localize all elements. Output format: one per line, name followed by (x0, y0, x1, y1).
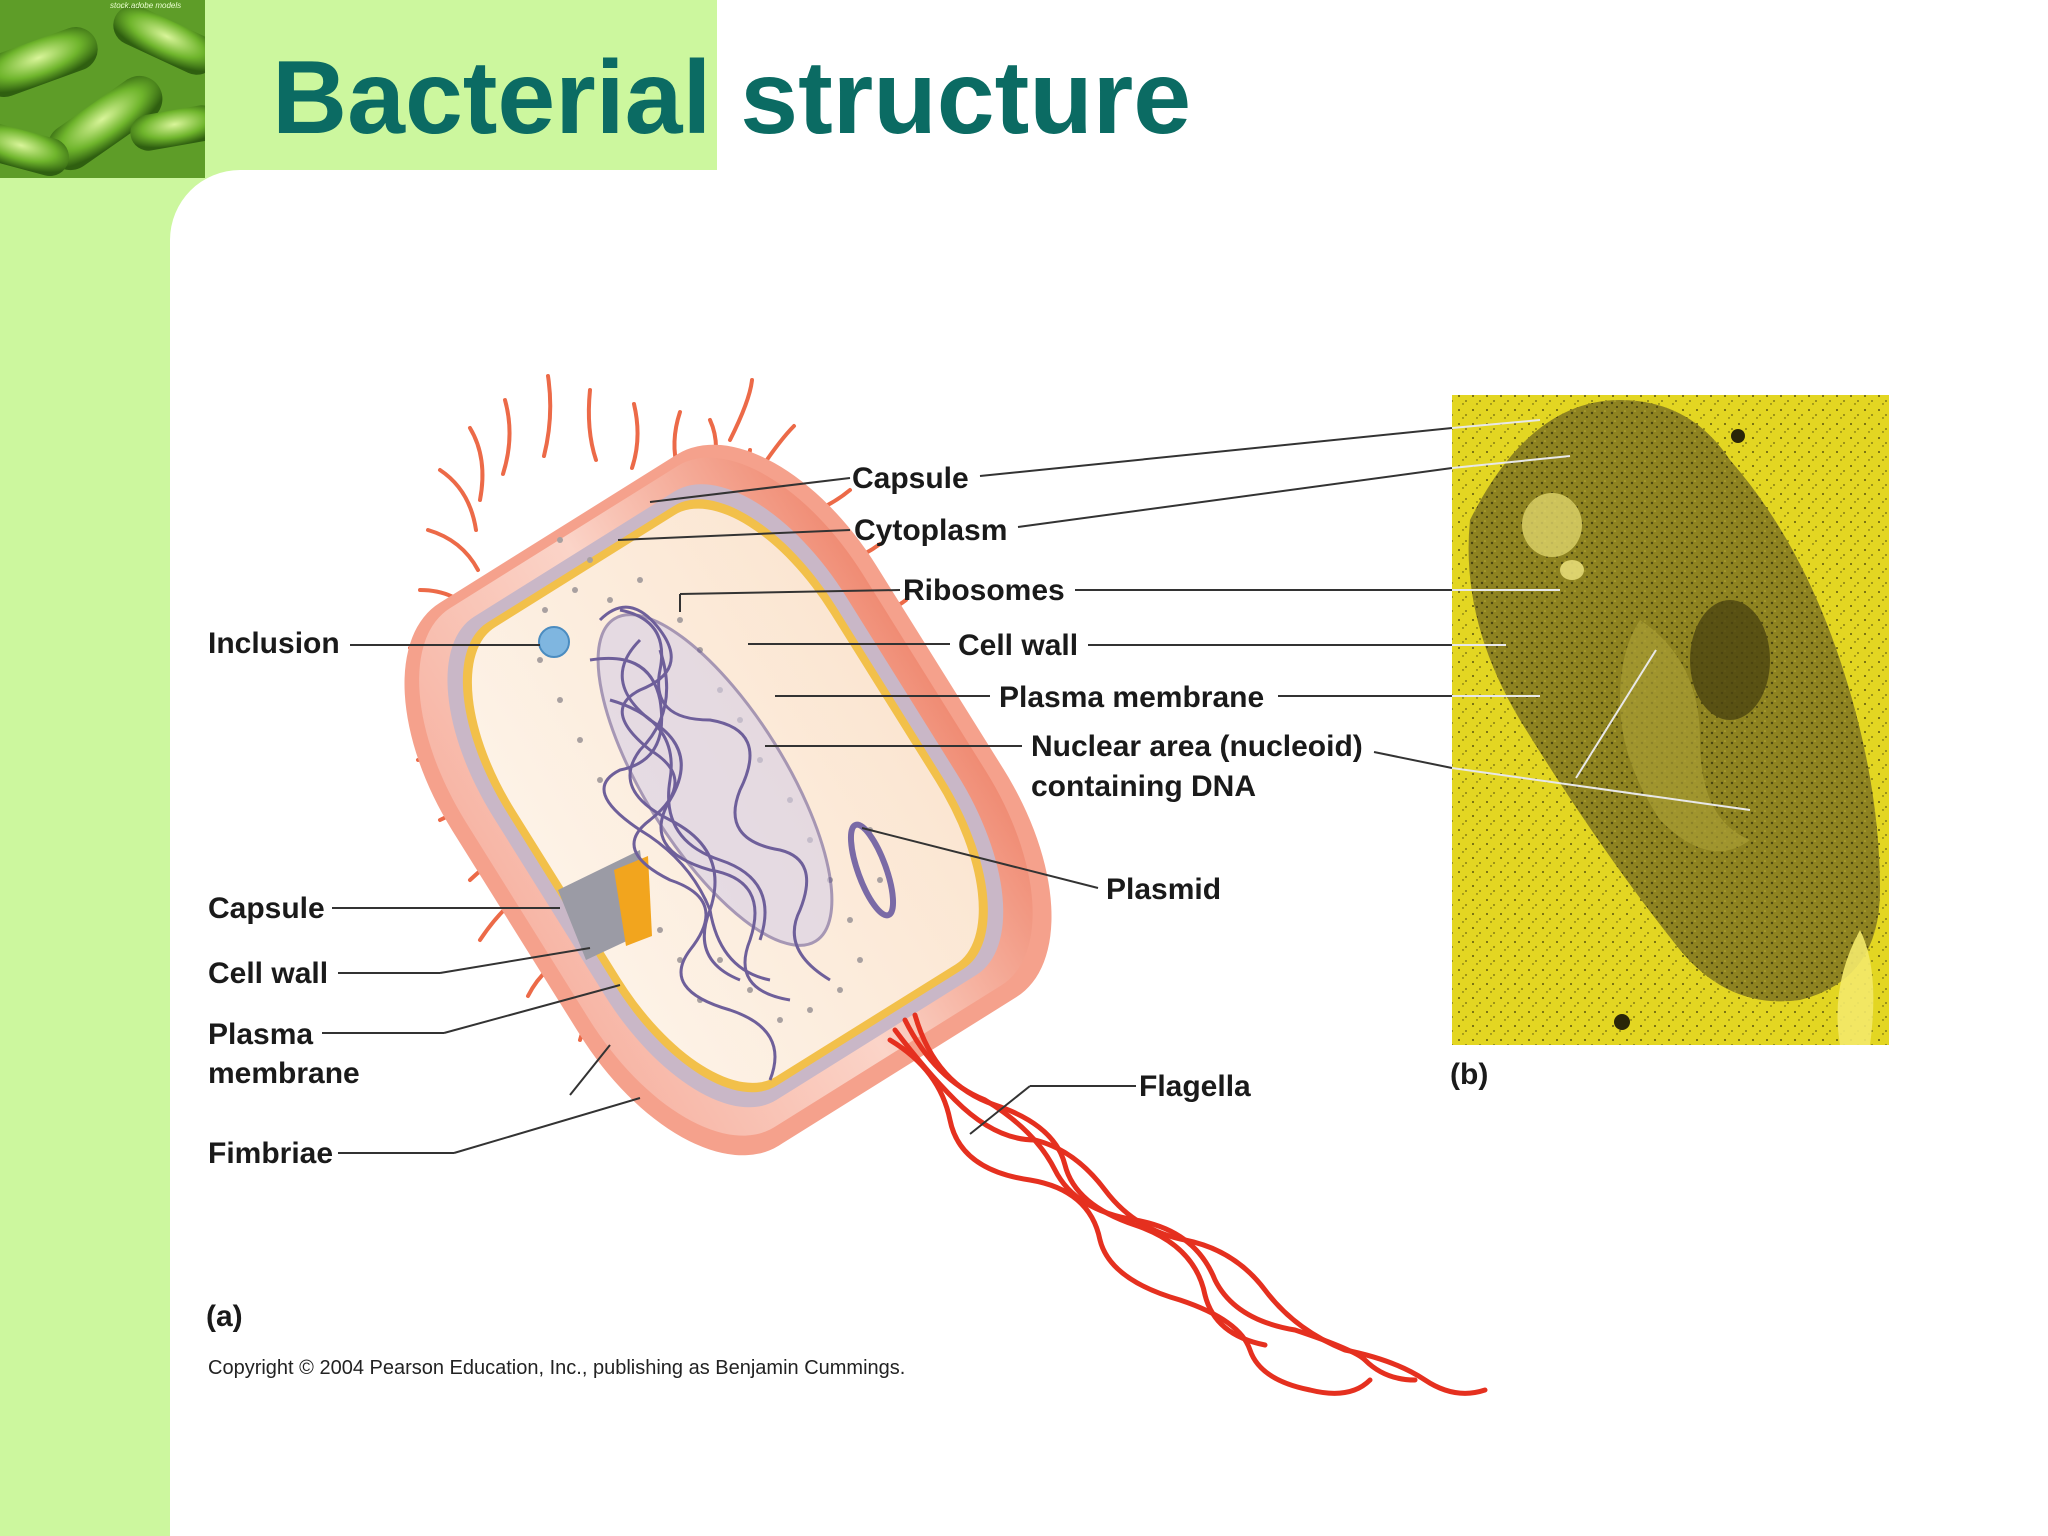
label-nuclear-area: Nuclear area (nucleoid) (1031, 730, 1363, 763)
panel-label-b: (b) (1450, 1058, 1488, 1091)
label-plasmid: Plasmid (1106, 873, 1221, 906)
micrograph-panel (1452, 395, 1889, 1045)
label-capsule-left: Capsule (208, 892, 325, 925)
label-cytoplasm: Cytoplasm (854, 514, 1007, 547)
label-plasma-membrane-left-1: Plasma (208, 1018, 313, 1051)
leader-lines-b (979, 419, 1751, 811)
label-plasma-membrane-left-2: membrane (208, 1057, 360, 1090)
title-bar-background (717, 0, 2048, 170)
nucleoid-dna (589, 605, 834, 1081)
flagella (887, 1012, 1488, 1396)
label-flagella: Flagella (1139, 1070, 1251, 1103)
label-plasma-membrane-top: Plasma membrane (999, 681, 1264, 714)
corner-watermark: stock.adobe models (110, 1, 181, 10)
inclusion (538, 626, 570, 658)
membrane-cutaway (614, 856, 652, 946)
micrograph-nucleoid (1620, 620, 1750, 852)
micrograph-inclusion (1522, 493, 1582, 557)
title-band (205, 0, 717, 170)
bacterium-illustration (404, 374, 1488, 1396)
label-fimbriae: Fimbriae (208, 1137, 333, 1170)
leader-lines-a (322, 477, 1136, 1154)
panel-label-a: (a) (206, 1300, 243, 1333)
label-capsule-top: Capsule (852, 462, 969, 495)
micrograph-dark-granule (1690, 600, 1770, 720)
label-nuclear-area-dna: containing DNA (1031, 770, 1256, 803)
label-inclusion: Inclusion (208, 627, 340, 660)
copyright-note: Copyright © 2004 Pearson Education, Inc.… (208, 1357, 905, 1379)
slide-title: Bacterial structure (272, 40, 1192, 156)
plasmid (847, 821, 897, 919)
label-cell-wall-left: Cell wall (208, 957, 328, 990)
corner-bacteria-image: stock.adobe models (0, 0, 205, 178)
label-ribosomes: Ribosomes (903, 574, 1065, 607)
label-cell-wall-top: Cell wall (958, 629, 1078, 662)
